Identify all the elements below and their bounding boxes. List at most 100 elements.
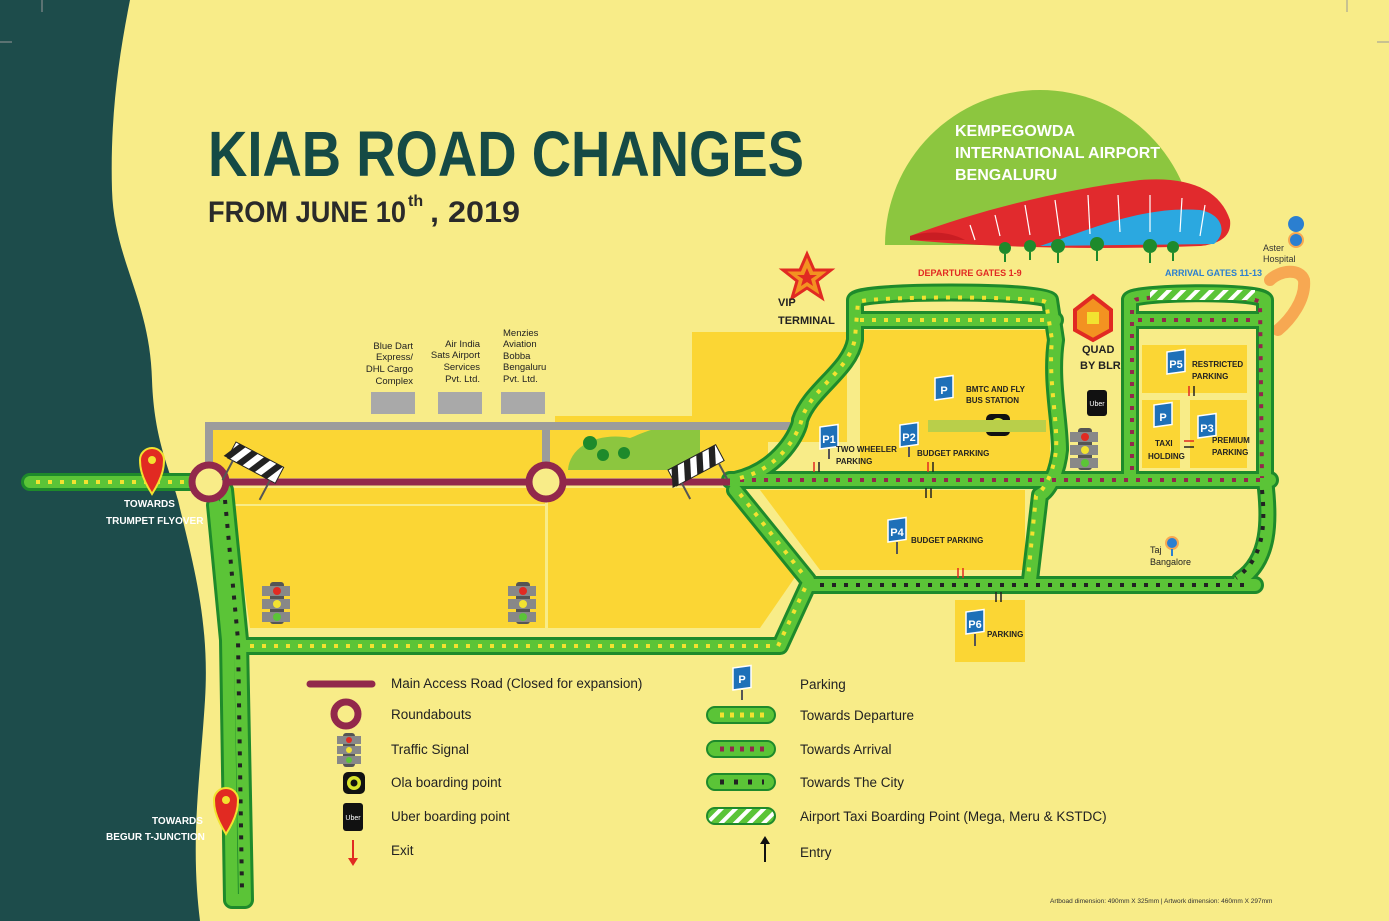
legend-roundabout-label: Roundabouts	[391, 707, 472, 722]
airindia-label1: Air India	[445, 339, 481, 350]
aster-hospital-label1: Aster	[1263, 243, 1284, 253]
legend-ola-icon	[343, 772, 365, 794]
svg-text:P: P	[738, 674, 745, 686]
legend-exit-arrow-icon	[348, 840, 358, 866]
svg-text:P6: P6	[968, 619, 981, 631]
barricade-east	[667, 443, 729, 500]
legend-uber-icon: Uber	[343, 803, 363, 831]
menzies-label1: Menzies	[503, 328, 539, 339]
towards-trumpet-label2: TRUMPET FLYOVER	[106, 516, 204, 527]
towards-trumpet-label1: TOWARDS	[124, 499, 175, 510]
vip-label2: TERMINAL	[778, 315, 835, 327]
p6-label: PARKING	[987, 630, 1023, 639]
bluedart-label1: Blue Dart	[373, 341, 413, 352]
taxi-boarding-zone	[1150, 290, 1255, 300]
parking-sign-p2: P2	[899, 421, 919, 457]
parking-sign-p5: P5	[1166, 348, 1186, 375]
subtitle-superscript: th	[408, 193, 423, 210]
block-p5	[1142, 345, 1247, 393]
aster-hospital-pin	[1288, 216, 1305, 248]
p3-label1: PREMIUM	[1212, 436, 1250, 445]
legend-city-swatch	[706, 773, 776, 791]
traffic-signal-icon	[1070, 428, 1098, 470]
svg-text:Uber: Uber	[1089, 401, 1105, 408]
taj-bangalore-pin	[1165, 536, 1179, 556]
terminal-glass	[1040, 209, 1222, 246]
taj-label2: Bangalore	[1150, 557, 1191, 567]
svg-text:P4: P4	[890, 527, 904, 539]
svg-text:P: P	[940, 385, 947, 397]
block-p1-p2	[860, 330, 1050, 480]
roundabout-west	[188, 461, 230, 503]
legend-parking-icon: P	[732, 664, 752, 700]
menzies-label3: Bobba	[503, 351, 531, 362]
quad-label1: QUAD	[1082, 344, 1114, 356]
p1-label1: TWO WHEELER	[836, 445, 897, 454]
legend: Main Access Road (Closed for expansion) …	[306, 664, 1107, 866]
towards-begur-label1: TOWARDS	[152, 816, 203, 827]
location-pin-icon	[138, 447, 166, 496]
legend-roundabout-swatch	[330, 698, 362, 730]
footer-dimensions: Artboad dimension: 490mm X 325mm | Artwo…	[1050, 898, 1272, 905]
block-middle-south	[548, 488, 800, 628]
legend-parking-label: Parking	[800, 677, 846, 692]
parking-sign-p3: P3	[1197, 412, 1217, 439]
airport-name-line1: KEMPEGOWDA	[955, 123, 1075, 140]
airindia-label3: Services	[444, 362, 481, 373]
svg-text:P2: P2	[902, 432, 915, 444]
legend-main-road-label: Main Access Road (Closed for expansion)	[391, 676, 642, 691]
subtitle-suffix: , 2019	[430, 196, 520, 229]
svg-text:Uber: Uber	[345, 815, 361, 822]
svg-text:P3: P3	[1200, 423, 1213, 435]
bmtc-label1: BMTC AND FLY	[966, 385, 1026, 394]
p3-label2: PARKING	[1212, 448, 1248, 457]
legend-taxi-label: Airport Taxi Boarding Point (Mega, Meru …	[800, 809, 1107, 824]
arrival-gates-label: ARRIVAL GATES 11-13	[1165, 268, 1262, 278]
parking-sign-p4: P4	[887, 516, 907, 554]
menzies-building	[501, 392, 545, 414]
taxi-holding-sign: P	[1153, 401, 1173, 428]
bus-station-sign: P	[934, 374, 954, 401]
bluedart-building	[371, 392, 415, 414]
bluedart-label2: Express/	[376, 352, 413, 363]
svg-text:P1: P1	[822, 434, 835, 446]
bmtc-label2: BUS STATION	[966, 396, 1019, 405]
legend-taxi-swatch	[706, 807, 776, 825]
taxi-label2: HOLDING	[1148, 452, 1185, 461]
p2-label: BUDGET PARKING	[917, 449, 989, 458]
p5-label2: PARKING	[1192, 372, 1228, 381]
uber-boarding-icon: Uber	[1087, 390, 1107, 416]
parking-sign-p1: P1	[819, 423, 839, 459]
legend-arrival-label: Towards Arrival	[800, 742, 892, 757]
legend-exit-label: Exit	[391, 843, 414, 858]
svg-text:P: P	[1159, 412, 1166, 424]
vip-label1: VIP	[778, 297, 796, 309]
departure-gates-label: DEPARTURE GATES 1-9	[918, 268, 1022, 278]
roundabout-central	[525, 461, 567, 503]
legend-entry-label: Entry	[800, 845, 832, 860]
legend-departure-label: Towards Departure	[800, 708, 914, 723]
airindia-label2: Sats Airport	[431, 350, 480, 361]
crop-marks	[0, 0, 1389, 43]
airport-name-line3: BENGALURU	[955, 167, 1057, 184]
traffic-signal-icon	[262, 582, 290, 624]
vip-star-icon	[778, 250, 836, 302]
quad-label2: BY BLR	[1080, 360, 1121, 372]
entry-exit-markers	[813, 386, 1195, 602]
p4-label: BUDGET PARKING	[911, 536, 983, 545]
aster-hospital-road	[1264, 265, 1311, 336]
taxi-label1: TAXI	[1155, 439, 1173, 448]
legend-ola-label: Ola boarding point	[391, 775, 502, 790]
location-pin-icon	[212, 787, 240, 836]
taj-label1: Taj	[1150, 545, 1162, 555]
airindia-building	[438, 392, 482, 414]
menzies-label5: Pvt. Ltd.	[503, 374, 538, 385]
quad-icon	[1073, 293, 1113, 343]
subtitle-prefix: FROM JUNE 10	[208, 196, 406, 229]
road-direction-arrows	[36, 294, 1266, 891]
menzies-label2: Aviation	[503, 339, 537, 350]
legend-traffic-signal-label: Traffic Signal	[391, 742, 469, 757]
airport-terminal: KEMPEGOWDA INTERNATIONAL AIRPORT BENGALU…	[885, 90, 1231, 263]
